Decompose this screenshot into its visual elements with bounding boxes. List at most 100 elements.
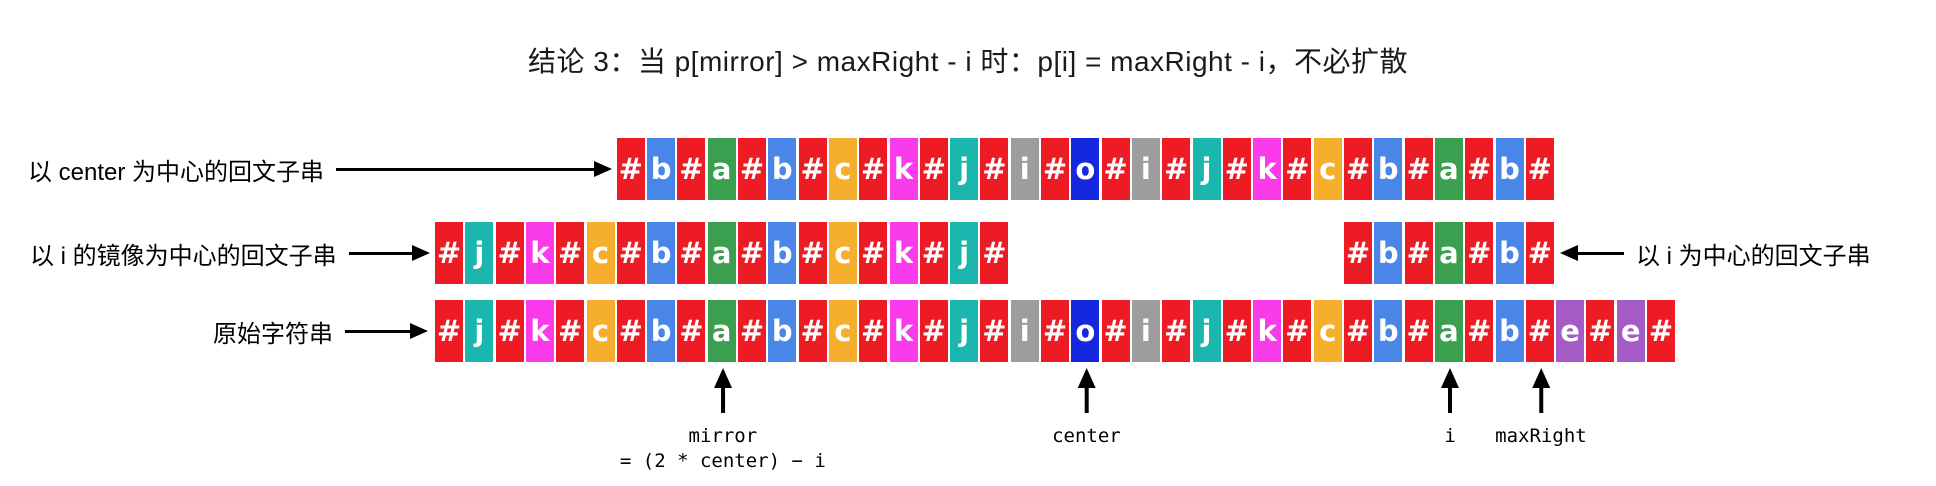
cell-original-string-10-hash: # [738,300,766,362]
pointer-label-mirror: mirror= (2 * center) − i [619,425,826,472]
label-center-palindrome: 以 center 为中心的回文子串 [28,158,325,186]
cell-original-string-33-a: a [1434,300,1463,362]
label-row-i-palindrome: 以 i 为中心的回文子串 [1560,222,1871,284]
cell-mirror-palindrome-10-hash: # [738,222,766,284]
cell-center-palindrome-8-hash: # [859,138,888,200]
cell-original-string-25-j: j [1192,300,1221,362]
cell-original-string-9-a: a [707,300,736,362]
arrow-up-icon [1531,368,1550,388]
label-row-mirror-palindrome: 以 i 的镜像为中心的回文子串 [30,222,430,284]
arrow-shaft [1084,388,1089,413]
cell-center-palindrome-3-a: a [707,138,736,200]
cell-mirror-palindrome-8-hash: # [677,222,706,284]
cell-center-palindrome-22-hash: # [1283,138,1312,200]
cell-center-palindrome-30-hash: # [1525,138,1554,200]
cell-original-string-27-k: k [1253,300,1282,362]
arrow-up-icon [1077,368,1096,388]
cell-center-palindrome-29-b: b [1495,138,1524,200]
arrow-shaft [345,329,410,333]
cell-center-palindrome-2-hash: # [677,138,706,200]
cell-center-palindrome-19-j: j [1192,138,1221,200]
cell-original-string-17-j: j [950,300,979,362]
cell-original-string-20-hash: # [1041,300,1069,362]
cell-center-palindrome-28-hash: # [1465,138,1494,200]
cell-center-palindrome-6-hash: # [798,138,827,200]
cell-mirror-palindrome-3-k: k [525,222,554,284]
cell-original-string-24-hash: # [1162,300,1191,362]
label-mirror-palindrome: 以 i 的镜像为中心的回文子串 [30,242,337,270]
cell-original-string-6-hash: # [616,300,645,362]
cell-center-palindrome-25-b: b [1374,138,1403,200]
arrow-shaft [1578,251,1624,255]
pointer-label-maxright: maxRight [1495,425,1587,447]
cell-original-string-4-hash: # [556,300,585,362]
pointer-maxright: maxRight [1495,368,1587,449]
cell-original-string-40-hash: # [1647,300,1675,362]
cell-original-string-36-hash: # [1525,300,1554,362]
cell-original-string-5-c: c [586,300,615,362]
cell-i-palindrome-3-a: a [1434,222,1463,284]
cell-center-palindrome-16-hash: # [1101,138,1130,200]
arrow-left-icon [1560,245,1578,261]
cell-i-palindrome-5-b: b [1495,222,1524,284]
arrow-shaft [1448,388,1453,413]
cell-center-palindrome-21-k: k [1253,138,1282,200]
cell-center-palindrome-10-hash: # [919,138,948,200]
cell-original-string-3-k: k [525,300,554,362]
cell-i-palindrome-1-b: b [1374,222,1403,284]
cell-center-palindrome-7-c: c [828,138,857,200]
cell-mirror-palindrome-6-hash: # [616,222,645,284]
cell-center-palindrome-0-hash: # [616,138,645,200]
cell-center-palindrome-11-j: j [950,138,979,200]
page-title: 结论 3：当 p[mirror] > maxRight - i 时：p[i] =… [527,46,1409,77]
cell-center-palindrome-24-hash: # [1344,138,1372,200]
cell-center-palindrome-18-hash: # [1162,138,1191,200]
cell-center-palindrome-27-a: a [1434,138,1463,200]
cell-center-palindrome-26-hash: # [1404,138,1433,200]
cell-mirror-palindrome-1-j: j [465,222,494,284]
cell-original-string-12-hash: # [798,300,827,362]
cell-original-string-34-hash: # [1465,300,1494,362]
cell-mirror-palindrome-11-b: b [768,222,797,284]
cell-mirror-palindrome-0-hash: # [435,222,463,284]
cell-mirror-palindrome-9-a: a [707,222,736,284]
cell-i-palindrome-4-hash: # [1465,222,1494,284]
cell-mirror-palindrome-16-hash: # [919,222,948,284]
arrow-right-icon [336,161,612,177]
cell-original-string-39-e: e [1616,300,1645,362]
cell-original-string-16-hash: # [919,300,948,362]
cell-mirror-palindrome-17-j: j [950,222,979,284]
cell-original-string-31-b: b [1374,300,1403,362]
arrow-up-icon [713,368,732,388]
pointer-label-i: i [1444,425,1456,447]
arrow-up-icon [1441,368,1460,388]
cell-original-string-19-i: i [1010,300,1039,362]
cell-center-palindrome-13-i: i [1010,138,1039,200]
cell-i-palindrome-6-hash: # [1525,222,1554,284]
cell-original-string-26-hash: # [1222,300,1251,362]
cell-original-string-21-o: o [1071,300,1100,362]
cell-mirror-palindrome-13-c: c [828,222,857,284]
pointer-mirror: mirror= (2 * center) − i [620,368,826,474]
cell-original-string-0-hash: # [435,300,463,362]
cell-mirror-palindrome-15-k: k [889,222,918,284]
cell-mirror-palindrome-4-hash: # [556,222,585,284]
cell-original-string-30-hash: # [1344,300,1372,362]
cell-center-palindrome-20-hash: # [1222,138,1251,200]
pointer-i: i [1441,368,1460,449]
cell-i-palindrome-0-hash: # [1344,222,1372,284]
cell-center-palindrome-4-hash: # [738,138,766,200]
label-original-string: 原始字符串 [213,320,333,348]
cell-original-string-2-hash: # [495,300,524,362]
arrow-shaft [336,167,594,171]
cell-original-string-28-hash: # [1283,300,1312,362]
arrow-right-icon [345,323,428,339]
cell-center-palindrome-15-o: o [1071,138,1100,200]
arrow-shaft [720,388,725,413]
cell-center-palindrome-17-i: i [1131,138,1160,200]
arrow-head [412,245,430,261]
cell-mirror-palindrome-18-hash: # [980,222,1009,284]
pointer-label-center: center [1052,425,1121,447]
arrow-right-icon [348,245,430,261]
